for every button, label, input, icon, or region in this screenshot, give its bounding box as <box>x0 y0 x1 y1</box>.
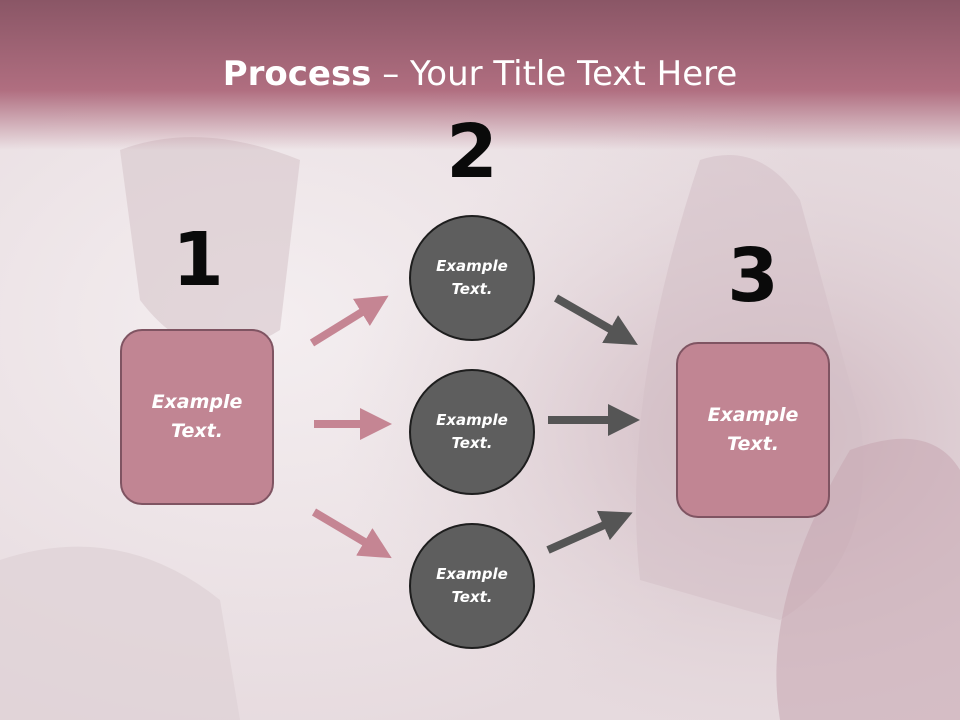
step-number-2: 2 <box>446 109 498 195</box>
step1-box-text: Example Text. <box>151 391 243 442</box>
title-bold: Process <box>222 54 372 94</box>
step2-circle-middle: Example Text. <box>409 369 535 495</box>
step1-box: Example Text. <box>120 329 274 505</box>
step3-box-text: Example Text. <box>707 404 799 455</box>
step-number-3: 3 <box>727 233 779 319</box>
circle-bottom-text: Example Text. <box>436 565 508 606</box>
step-number-1: 1 <box>172 217 224 303</box>
title-band <box>0 0 960 150</box>
circle-top-text: Example Text. <box>436 257 508 298</box>
arrow-left-to-top <box>309 295 389 347</box>
arrow-left-to-bottom <box>311 508 392 559</box>
slide-title: Process – Your Title Text Here <box>0 52 960 96</box>
step2-circle-top: Example Text. <box>409 215 535 341</box>
step2-circle-bottom: Example Text. <box>409 523 535 649</box>
circle-middle-text: Example Text. <box>436 411 508 452</box>
title-rest: – Your Title Text Here <box>371 54 738 94</box>
step3-box: Example Text. <box>676 342 830 518</box>
arrow-bottom-to-right <box>546 510 633 554</box>
arrow-top-to-right <box>554 294 638 345</box>
